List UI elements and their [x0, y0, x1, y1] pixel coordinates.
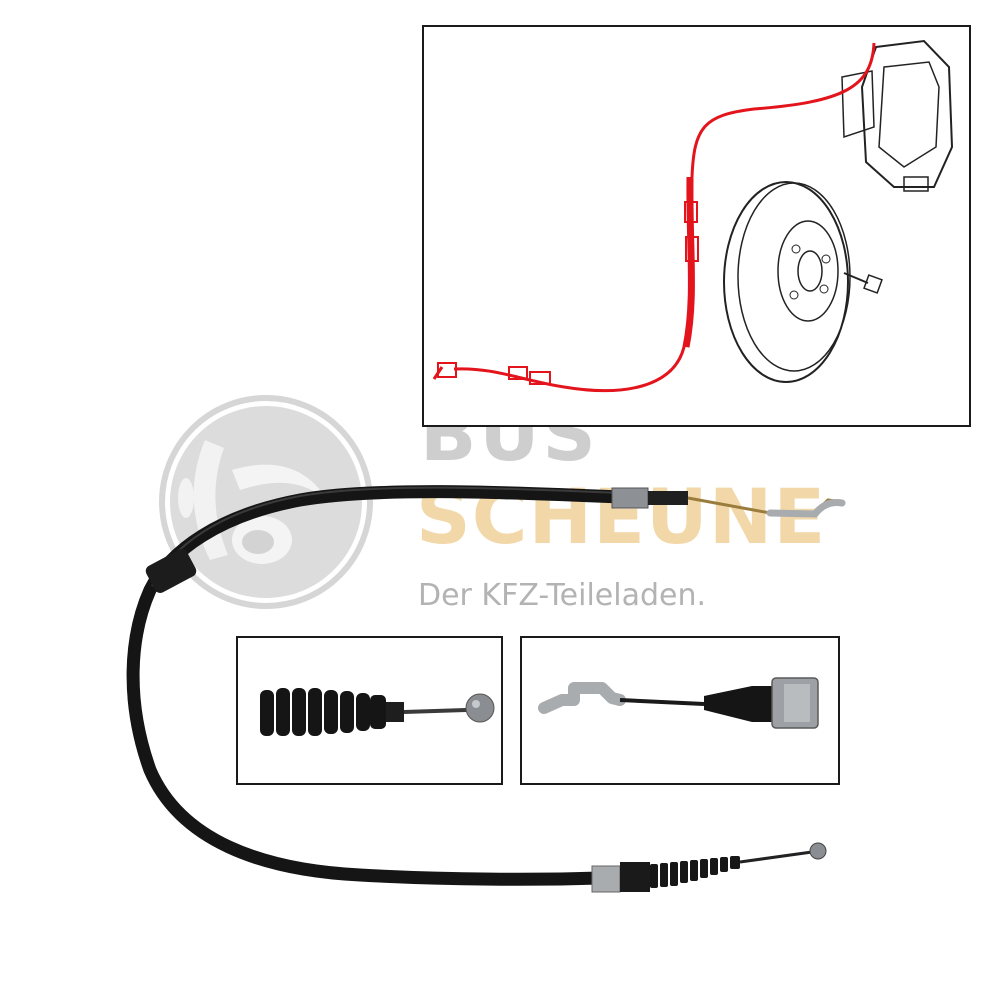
hook-end-detail-panel: [520, 636, 840, 785]
installation-diagram-panel: [422, 25, 971, 427]
installation-diagram: [432, 39, 954, 393]
hook-end-detail: [538, 677, 819, 729]
ball-end-detail: [260, 688, 495, 736]
watermark-tagline: Der KFZ-Teileladen.: [418, 578, 707, 613]
ball-end-detail-panel: [236, 636, 503, 785]
